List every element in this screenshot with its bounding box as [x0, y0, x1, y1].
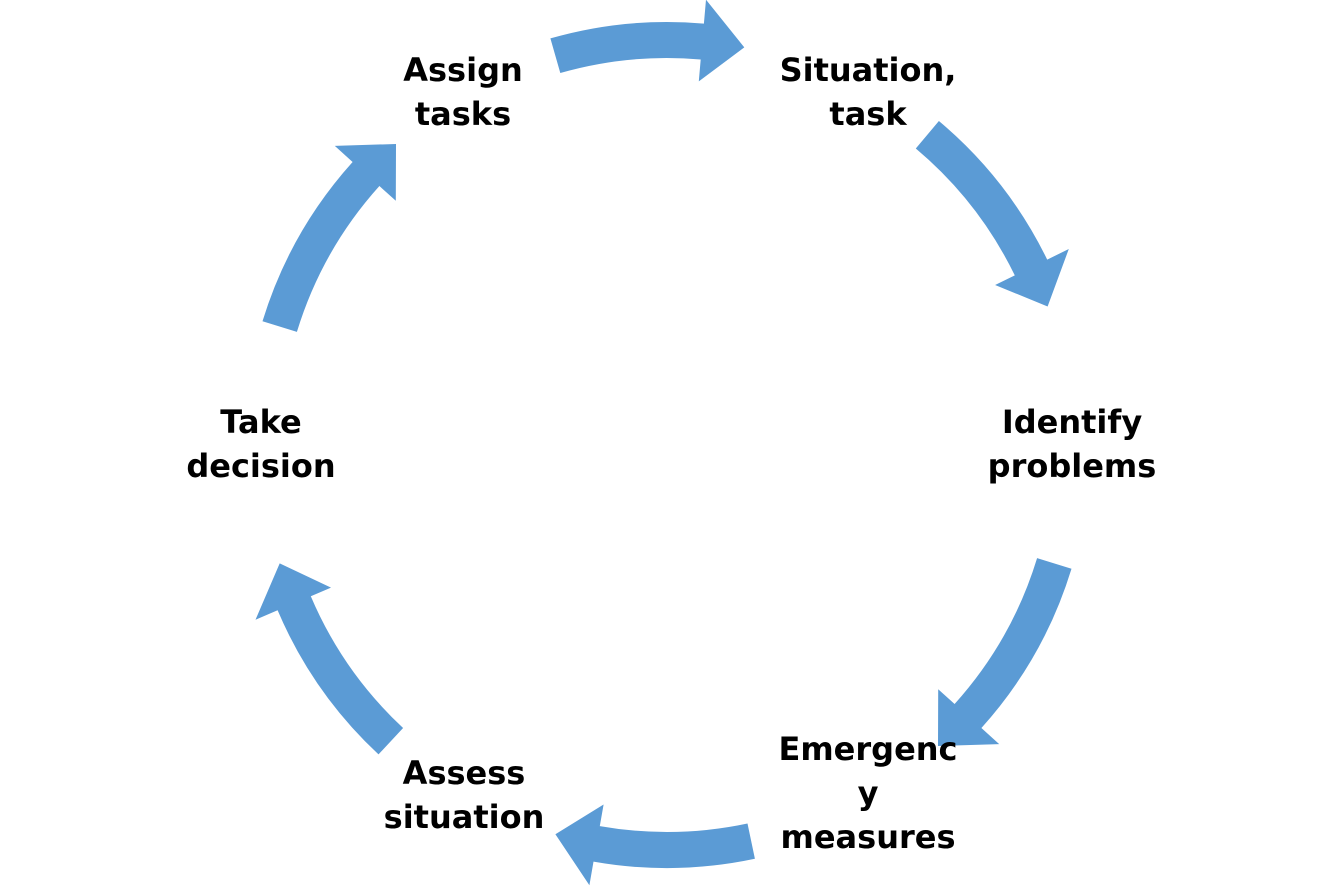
node-label-line: Assess [402, 754, 526, 792]
node-label-line: Situation, [779, 51, 957, 89]
node-label-line: y [857, 774, 879, 812]
node-label-line: task [829, 95, 907, 133]
arrow-assess-situation-to-take-decision [255, 563, 404, 755]
node-assess-situation: Assess situation [364, 751, 564, 839]
node-assign-tasks: Assign tasks [363, 48, 563, 136]
arrow-situation-task-to-identify-problems [915, 121, 1069, 307]
node-label-line: Identify [1001, 403, 1143, 441]
node-label-line: decision [186, 447, 336, 485]
arrow-take-decision-to-assign-tasks [262, 144, 396, 332]
node-take-decision: Take decision [161, 400, 361, 488]
arrow-identify-problems-to-emergency-measures [938, 558, 1072, 746]
node-label-line: Assign [403, 51, 523, 89]
node-label-line: problems [987, 447, 1157, 485]
cycle-arrows [255, 0, 1072, 886]
node-label-line: measures [780, 818, 956, 856]
node-situation-task: Situation, task [768, 48, 968, 136]
node-label-line: Emergenc [778, 730, 958, 768]
arrow-assign-tasks-to-situation-task [550, 0, 745, 82]
node-label-line: Take [220, 403, 302, 441]
node-label-line: tasks [414, 95, 512, 133]
node-identify-problems: Identify problems [972, 400, 1172, 488]
node-emergency-measures: Emergenc y measures [768, 727, 968, 859]
node-label-line: situation [383, 798, 545, 836]
arrow-emergency-measures-to-assess-situation [555, 804, 755, 886]
